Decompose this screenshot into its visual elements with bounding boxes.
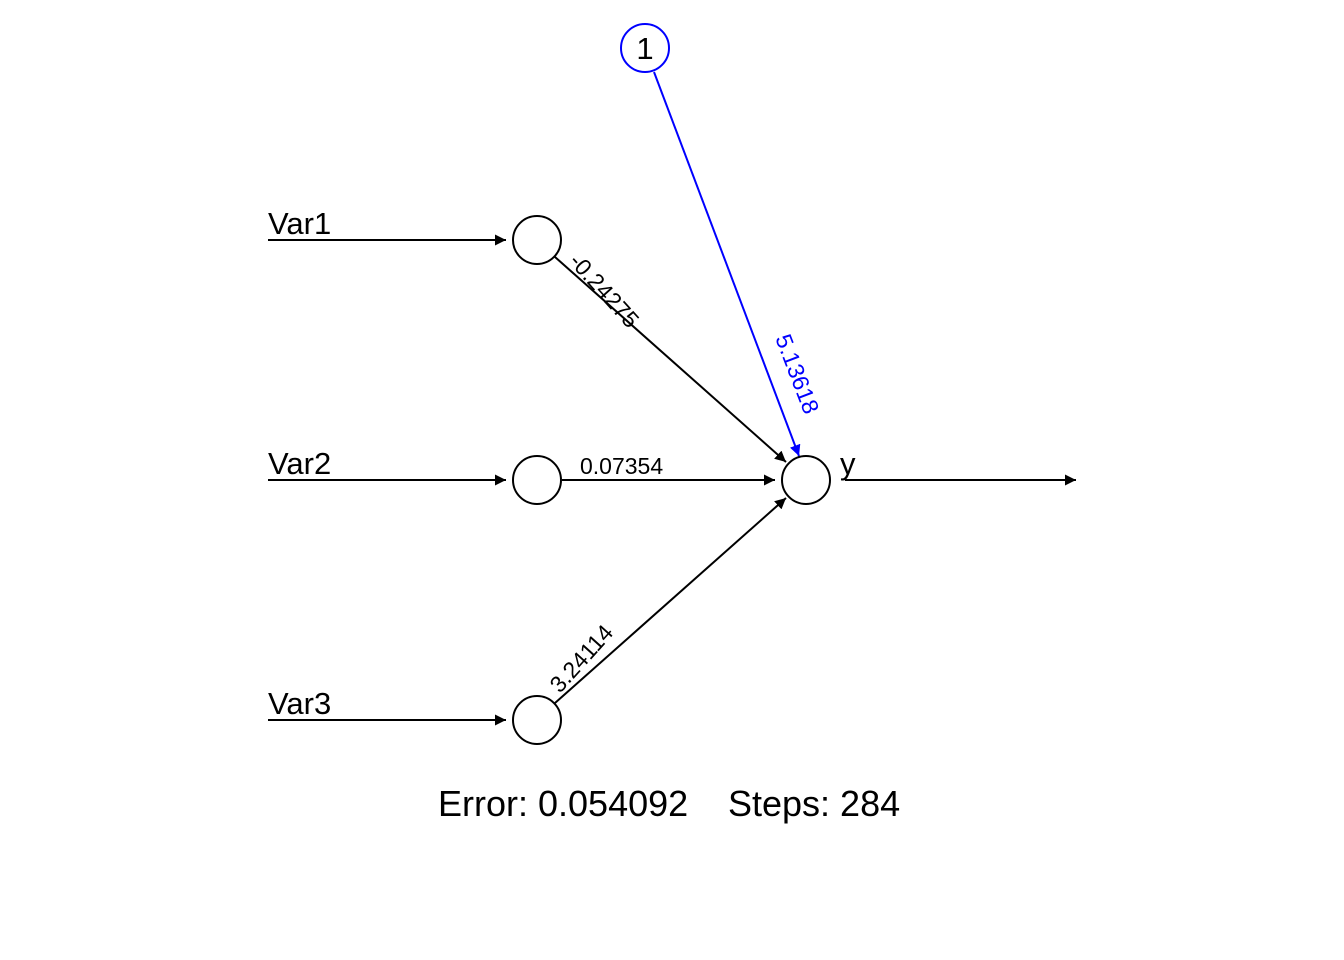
input-node-var2 bbox=[512, 455, 562, 505]
weight-label-var2-y: 0.07354 bbox=[580, 453, 663, 479]
weight-label-var1-y: -0.24275 bbox=[564, 248, 644, 333]
bias-edge bbox=[653, 71, 801, 457]
input-label-var3: Var3 bbox=[268, 686, 331, 721]
error-text: Error: 0.054092 bbox=[438, 783, 688, 824]
input-node-var3 bbox=[512, 695, 562, 745]
steps-text: Steps: 284 bbox=[728, 783, 900, 824]
output-label-y: y bbox=[840, 446, 856, 481]
output-node-y bbox=[781, 455, 831, 505]
bias-node-label: 1 bbox=[636, 31, 653, 66]
weight-edge-var1-y bbox=[554, 256, 787, 463]
weight-edge-var3-y bbox=[554, 497, 787, 704]
input-label-var2: Var2 bbox=[268, 446, 331, 481]
input-node-var1 bbox=[512, 215, 562, 265]
input-label-var1: Var1 bbox=[268, 206, 331, 241]
bias-node bbox=[620, 23, 670, 73]
weight-label-var3-y: 3.24114 bbox=[544, 619, 618, 697]
